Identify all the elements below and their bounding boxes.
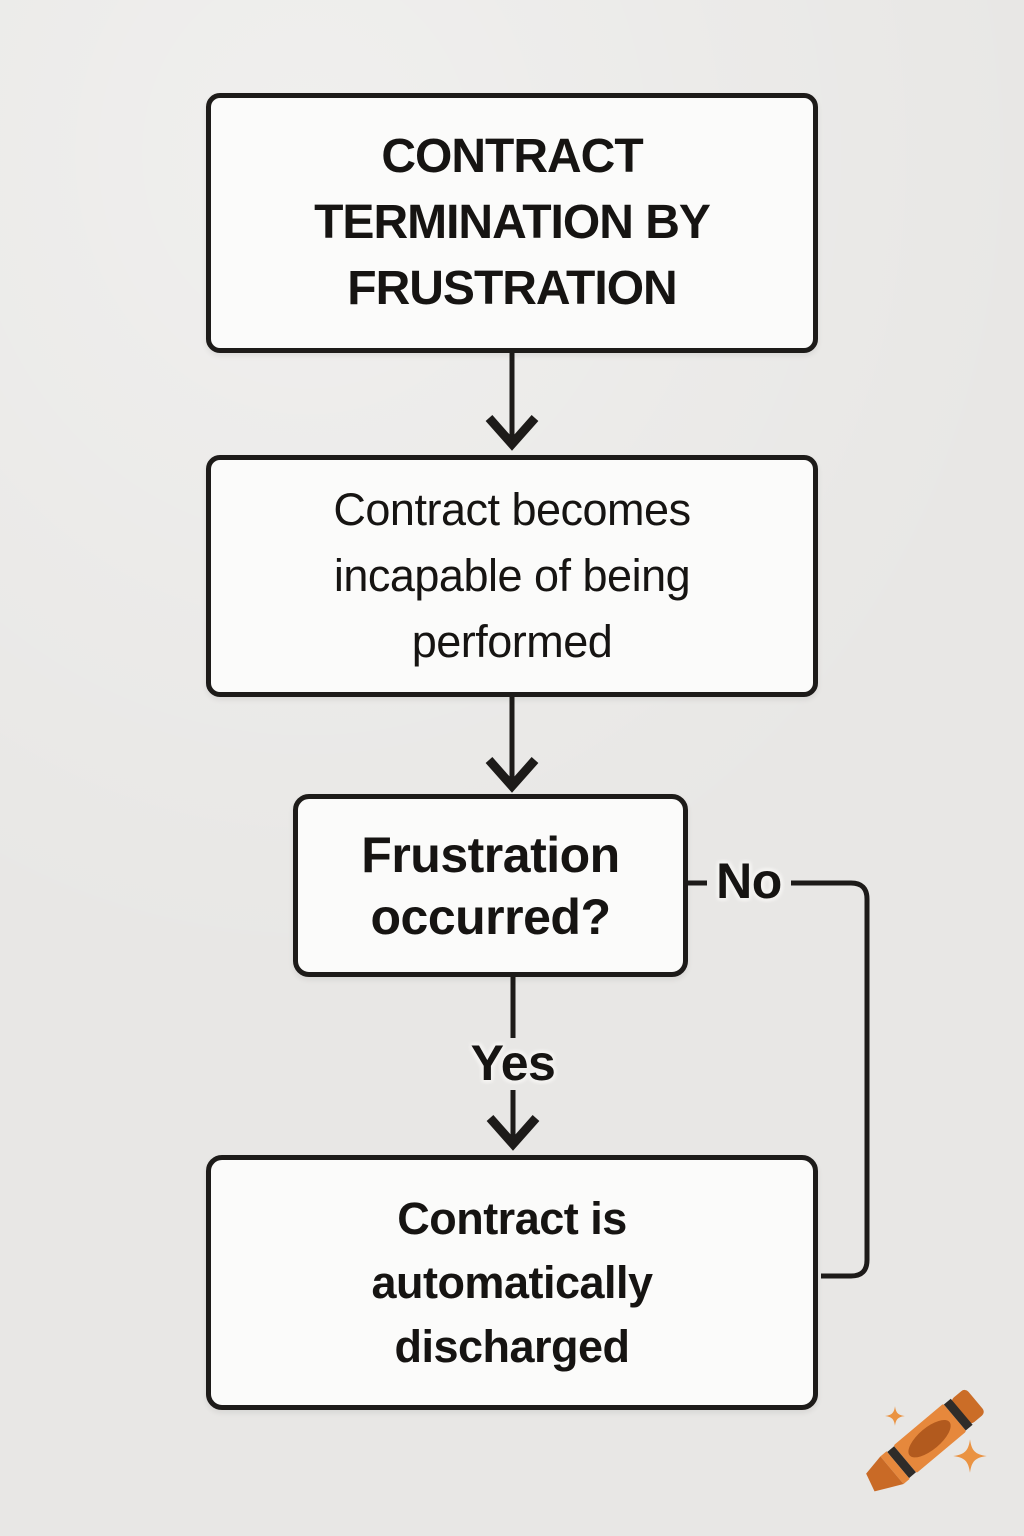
node-contract-incapable: Contract becomes incapable of being perf… bbox=[206, 455, 818, 697]
node-title-text: CONTRACT TERMINATION BY FRUSTRATION bbox=[314, 130, 711, 315]
crayon-stripe bbox=[943, 1398, 973, 1431]
sparkle-icon bbox=[885, 1406, 905, 1426]
edge-decision-no bbox=[688, 880, 870, 1279]
crayon-stripe bbox=[887, 1446, 916, 1479]
arrow-incapable-to-decision bbox=[485, 697, 539, 793]
crayon-label-oval bbox=[908, 1419, 951, 1458]
node-incapable-text: Contract becomes incapable of being perf… bbox=[333, 484, 691, 667]
craiyon-crayon-logo bbox=[866, 1389, 987, 1492]
arrow-decision-yes bbox=[486, 977, 540, 1151]
crayon-cap bbox=[951, 1389, 984, 1424]
node-decision-text: Frustration occurred? bbox=[361, 826, 620, 945]
edge-label-no: No bbox=[716, 853, 782, 909]
crayon-tip bbox=[866, 1456, 904, 1492]
node-frustration-occurred-decision: Frustration occurred? bbox=[293, 794, 688, 977]
crayon-body-lower bbox=[880, 1451, 910, 1484]
node-contract-termination-title: CONTRACT TERMINATION BY FRUSTRATION bbox=[206, 93, 818, 353]
node-discharged-text: Contract is automatically discharged bbox=[371, 1192, 653, 1372]
sparkle-icon bbox=[953, 1439, 987, 1473]
edge-label-yes: Yes bbox=[470, 1035, 556, 1091]
node-contract-discharged: Contract is automatically discharged bbox=[206, 1155, 818, 1410]
arrow-title-to-incapable bbox=[485, 353, 539, 451]
crayon-icon bbox=[866, 1389, 984, 1492]
